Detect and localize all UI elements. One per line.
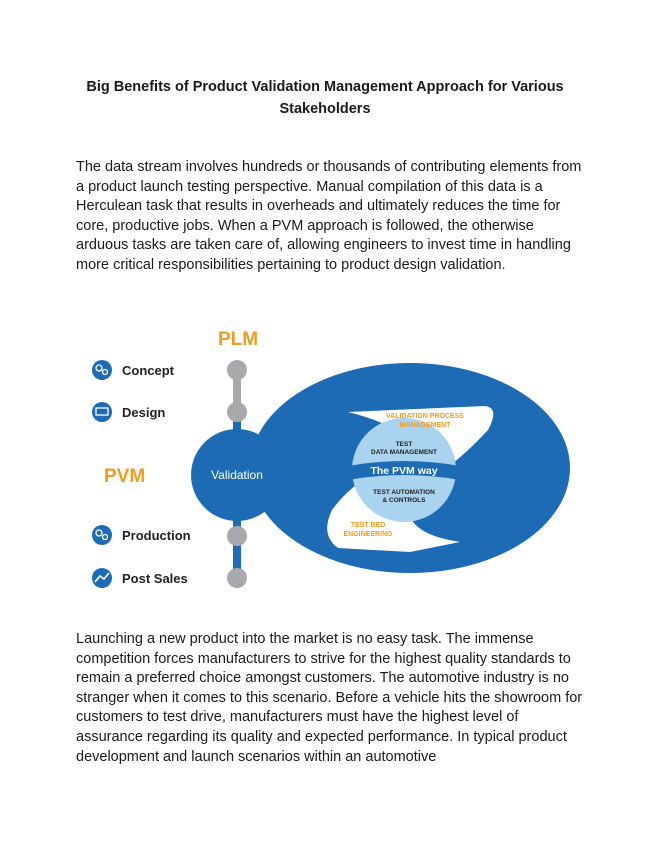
document-title: Big Benefits of Product Validation Manag… — [86, 79, 564, 117]
pvm-way-label: The PVM way — [370, 465, 437, 477]
intro-paragraph: The data stream involves hundreds or tho… — [76, 159, 582, 273]
validation-label: Validation — [211, 468, 263, 482]
design-icon — [92, 402, 112, 422]
plm-pvm-diagram: PLM PVM Concept Design Production Post S… — [80, 320, 570, 595]
test-data-label-2: DATA MANAGEMENT — [371, 449, 437, 456]
test-bed-label-1: TEST BED — [351, 522, 386, 529]
process-management-label-2: MANAGEMENT — [400, 422, 452, 429]
concept-icon — [92, 360, 112, 380]
production-icon — [92, 525, 112, 545]
pvm-way-band — [348, 461, 460, 480]
process-management-label-1: VALIDATION PROCESS — [386, 413, 464, 420]
stage-post-sales-label: Post Sales — [122, 571, 188, 586]
test-automation-label-1: TEST AUTOMATION — [373, 489, 435, 496]
test-automation-label-2: & CONTROLS — [383, 497, 427, 504]
timeline-dot-design — [227, 402, 247, 422]
test-bed-label-2: ENGINEERING — [343, 531, 393, 538]
timeline-dot-post-sales — [227, 568, 247, 588]
stage-concept-label: Concept — [122, 363, 175, 378]
timeline-dot-production — [227, 526, 247, 546]
validation-circle — [191, 429, 283, 521]
stage-production-label: Production — [122, 528, 191, 543]
plm-label: PLM — [218, 329, 258, 350]
test-data-label-1: TEST — [396, 441, 413, 448]
timeline-dot-concept — [227, 360, 247, 380]
pvm-label: PVM — [104, 466, 145, 487]
launch-paragraph: Launching a new product into the market … — [76, 631, 583, 765]
post-sales-icon — [92, 568, 112, 588]
stage-design-label: Design — [122, 405, 165, 420]
